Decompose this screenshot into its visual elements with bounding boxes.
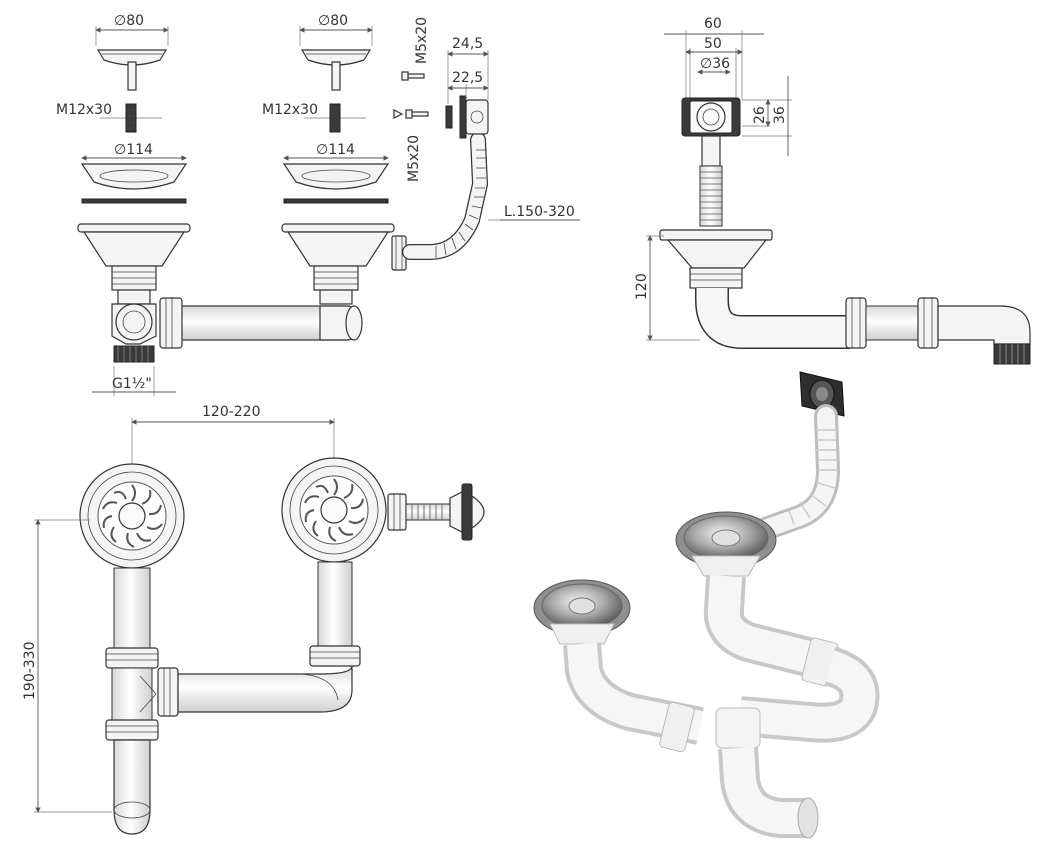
dim-d80-left: ∅80 [114, 13, 144, 29]
left-sink-flange: ∅114 [80, 142, 188, 204]
sink-basin-section [659, 229, 773, 289]
left-strainer-top [79, 463, 185, 569]
plan-top-view: 120-220 [22, 404, 485, 835]
dim-m12-left: M12x30 [56, 102, 112, 118]
render-overflow-hose [756, 404, 841, 540]
right-sink-flange: ∅114 [282, 142, 390, 204]
dim-50: 50 [704, 36, 722, 52]
left-strainer-basket: ∅80 [95, 13, 169, 91]
dim-depth: 190-330 [22, 642, 38, 701]
dim-22-5: 22,5 [452, 70, 483, 86]
overflow-hose: L.150-320 M5x20 M5x20 24,5 22,5 [393, 17, 580, 260]
render-strainer-left [533, 579, 631, 645]
cross-pipe-top [157, 665, 353, 717]
overflow-cover-front [681, 97, 741, 137]
isometric-render [533, 371, 880, 839]
render-right-pipe [703, 574, 880, 743]
right-m12-screw: M12x30 [262, 102, 366, 133]
overflow-side-view: 60 50 ∅36 26 36 [634, 16, 1031, 365]
render-strainer-right [675, 511, 777, 577]
dim-d114-right: ∅114 [316, 142, 355, 158]
render-tee-outlet [715, 707, 819, 839]
dim-60: 60 [704, 16, 722, 32]
exploded-side-view: ∅80 M12x30 ∅114 [56, 13, 580, 396]
render-overflow-cover [799, 371, 845, 417]
right-strainer-basket: ∅80 [299, 13, 373, 91]
dim-d80-right: ∅80 [318, 13, 348, 29]
dim-thread: G1½" [112, 376, 152, 392]
dim-m12-right: M12x30 [262, 102, 318, 118]
overflow-connector-top [387, 483, 485, 541]
trap-elbow-section [695, 288, 1031, 365]
dim-26: 26 [752, 106, 768, 124]
right-drain-body [281, 223, 407, 305]
dim-m5-bottom: M5x20 [406, 135, 422, 182]
horizontal-connector-pipe [159, 297, 363, 349]
dim-hose-length: L.150-320 [504, 204, 575, 220]
left-m12-screw: M12x30 [56, 102, 162, 133]
dim-spacing: 120-220 [202, 404, 261, 420]
overflow-hose-vertical [699, 135, 723, 227]
dim-36: 36 [772, 106, 788, 124]
right-strainer-top [281, 457, 387, 563]
right-vertical-pipe [309, 561, 361, 667]
dim-d114-left: ∅114 [114, 142, 153, 158]
dim-24-5: 24,5 [452, 36, 483, 52]
dim-d36: ∅36 [700, 56, 730, 72]
render-left-pipe [563, 642, 704, 753]
dim-m5-top: M5x20 [414, 17, 430, 64]
dim-120: 120 [634, 273, 650, 300]
left-drain-body [77, 223, 191, 305]
left-outlet-elbow: G1½" [92, 303, 176, 396]
left-vertical-pipe [105, 567, 159, 835]
